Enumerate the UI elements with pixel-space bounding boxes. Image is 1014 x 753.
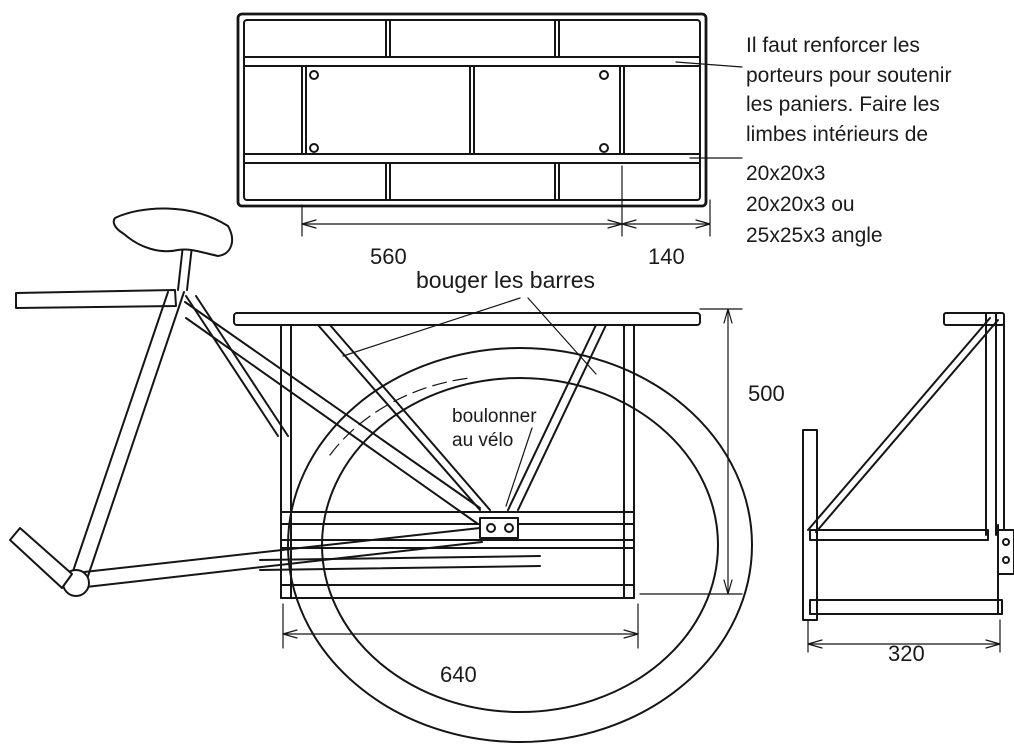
note-line-2: porteurs pour soutenir <box>746 64 951 87</box>
label-bolt-line-2: au vélo <box>452 430 513 451</box>
dimension-side-width: 320 <box>888 641 925 666</box>
note-line-7: 25x25x3 angle <box>746 224 883 247</box>
dimension-height: 500 <box>748 381 785 406</box>
dimension-top-end: 140 <box>648 244 685 269</box>
reinforcement-note: Il faut renforcer les porteurs pour sout… <box>746 34 951 247</box>
top-view-rack <box>236 12 743 237</box>
bicycle-frame <box>9 207 483 597</box>
label-bolt-line-1: boulonner <box>452 406 537 427</box>
note-line-5: 20x20x3 <box>746 162 825 185</box>
note-line-4: limbes intérieurs de <box>746 123 928 146</box>
note-line-6: 20x20x3 ou <box>746 193 855 216</box>
dimension-top-length: 560 <box>370 244 407 269</box>
side-view-rack <box>233 297 743 649</box>
note-line-1: Il faut renforcer les <box>746 34 920 57</box>
note-line-3: les paniers. Faire les <box>746 93 940 116</box>
label-move-bars: bouger les barres <box>416 267 595 293</box>
dimension-bottom-length: 640 <box>440 662 477 687</box>
end-view-rack <box>802 312 1014 653</box>
